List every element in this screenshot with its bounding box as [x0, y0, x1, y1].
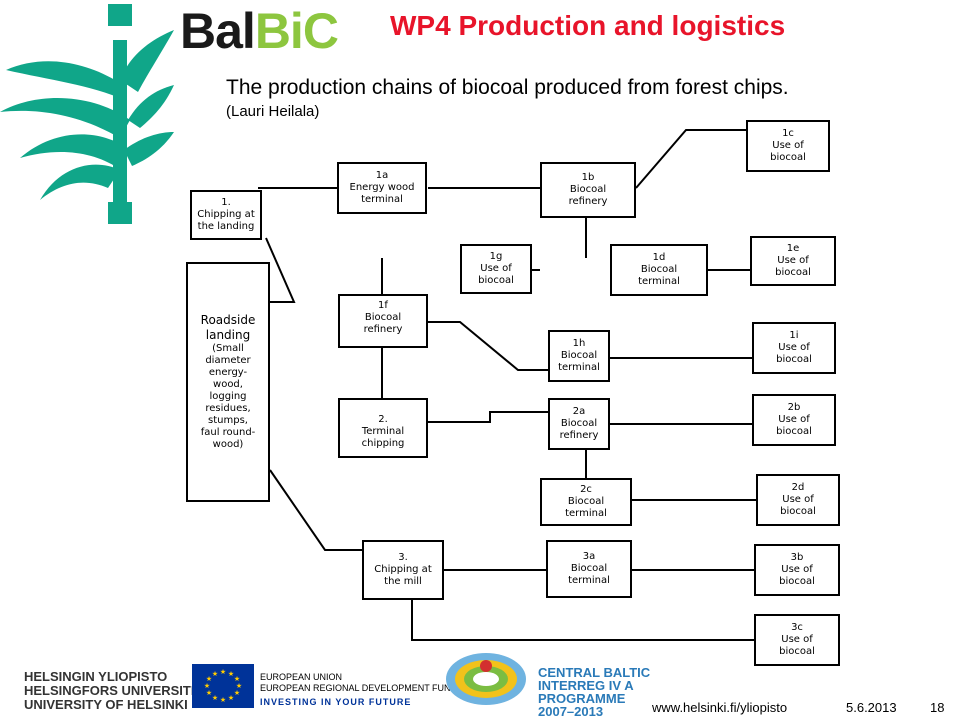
svg-text:★: ★	[234, 689, 240, 697]
slide-title: WP4 Production and logistics	[390, 10, 786, 41]
brand-part1: Bal	[180, 3, 256, 59]
node-label: 2. Terminal chipping	[361, 414, 405, 449]
svg-text:★: ★	[204, 682, 210, 690]
node-1-chipping-landing: 1. Chipping at the landing	[190, 190, 262, 240]
svg-text:★: ★	[206, 689, 212, 697]
uh-name-en: UNIVERSITY OF HELSINKI	[24, 697, 188, 712]
node-label: 2b Use of biocoal	[776, 402, 812, 437]
node-1e-use-of-biocoal: 1e Use of biocoal	[750, 236, 836, 286]
node-2a-biocoal-refinery: 2a Biocoal refinery	[548, 398, 610, 450]
node-3b-use-of-biocoal: 3b Use of biocoal	[754, 544, 840, 596]
node-label: 1. Chipping at the landing	[197, 197, 255, 232]
node-1a-energy-wood-terminal: 1a Energy wood terminal	[337, 162, 427, 214]
node-1d-biocoal-terminal: 1d Biocoal terminal	[610, 244, 708, 296]
balbic-logo: BalBiC	[180, 2, 339, 60]
university-flame-logo	[0, 4, 174, 224]
central-baltic-logo-icon	[446, 653, 526, 705]
node-label: 3a Biocoal terminal	[568, 551, 610, 586]
central-baltic-text: CENTRAL BALTIC INTERREG IV A PROGRAMME 2…	[538, 666, 650, 718]
eu-flag-icon: ★★★ ★★★ ★★★ ★★★	[192, 664, 254, 708]
node-3a-biocoal-terminal: 3a Biocoal terminal	[546, 540, 632, 598]
footer-url: www.helsinki.fi/yliopisto	[652, 700, 788, 715]
node-3-chipping-mill: 3. Chipping at the mill	[362, 540, 444, 600]
node-label: 1g Use of biocoal	[478, 251, 514, 286]
cb-line4: 2007–2013	[538, 704, 604, 719]
uh-name-sv: HELSINGFORS UNIVERSITET	[24, 683, 208, 698]
node-1h-biocoal-terminal: 1h Biocoal terminal	[548, 330, 610, 382]
node-1c-use-of-biocoal: 1c Use of biocoal	[746, 120, 830, 172]
node-label: 2d Use of biocoal	[780, 482, 816, 517]
svg-text:★: ★	[228, 694, 234, 702]
eu-fund-text: EUROPEAN UNION EUROPEAN REGIONAL DEVELOP…	[260, 672, 457, 708]
cb-line1: CENTRAL BALTIC	[538, 665, 651, 680]
roadside-description: (Small diameter energy- wood, logging re…	[200, 343, 256, 450]
node-roadside-landing: Roadside landing (Small diameter energy-…	[186, 262, 270, 502]
node-label: 1h Biocoal terminal	[558, 338, 600, 373]
eu-line3: INVESTING IN YOUR FUTURE	[260, 697, 412, 707]
svg-text:★: ★	[212, 670, 218, 678]
cb-line3: PROGRAMME	[538, 691, 626, 706]
node-label: 1e Use of biocoal	[775, 243, 811, 278]
node-1g-use-of-biocoal: 1g Use of biocoal	[460, 244, 532, 294]
svg-text:★: ★	[228, 670, 234, 678]
svg-text:★: ★	[236, 682, 242, 690]
node-label: 1d Biocoal terminal	[638, 252, 680, 287]
node-2c-biocoal-terminal: 2c Biocoal terminal	[540, 478, 632, 526]
node-label: 2a Biocoal refinery	[559, 406, 599, 441]
svg-text:★: ★	[220, 696, 226, 704]
node-label: 2c Biocoal terminal	[565, 484, 607, 519]
roadside-title: Roadside landing	[200, 313, 256, 342]
brand-part2: BiC	[254, 3, 339, 59]
svg-text:★: ★	[212, 694, 218, 702]
svg-text:★: ★	[234, 675, 240, 683]
node-1f-biocoal-refinery: 1f Biocoal refinery	[338, 294, 428, 348]
svg-text:★: ★	[220, 668, 226, 676]
node-label: 1i Use of biocoal	[776, 330, 812, 365]
node-label: 1a Energy wood terminal	[349, 170, 415, 205]
node-2d-use-of-biocoal: 2d Use of biocoal	[756, 474, 840, 526]
eu-line2: EUROPEAN REGIONAL DEVELOPMENT FUND	[260, 683, 458, 693]
node-label: 1b Biocoal refinery	[568, 172, 608, 207]
eu-line1: EUROPEAN UNION	[260, 672, 343, 682]
node-3c-use-of-biocoal: 3c Use of biocoal	[754, 614, 840, 666]
node-label: 3. Chipping at the mill	[374, 552, 432, 587]
node-label: 1c Use of biocoal	[770, 128, 806, 163]
footer-date: 5.6.2013	[846, 700, 897, 715]
node-label: 3b Use of biocoal	[779, 552, 815, 587]
uh-name-fi: HELSINGIN YLIOPISTO	[24, 669, 168, 684]
svg-text:★: ★	[206, 675, 212, 683]
node-1b-biocoal-refinery: 1b Biocoal refinery	[540, 162, 636, 218]
node-2-terminal-chipping: 2. Terminal chipping	[338, 398, 428, 458]
node-1i-use-of-biocoal: 1i Use of biocoal	[752, 322, 836, 374]
node-label: 3c Use of biocoal	[779, 622, 815, 657]
node-label: 1f Biocoal refinery	[363, 300, 403, 335]
footer-page-number: 18	[930, 700, 945, 715]
helsinki-university-logo: HELSINGIN YLIOPISTO HELSINGFORS UNIVERSI…	[24, 670, 207, 712]
author-label: (Lauri Heilala)	[226, 103, 320, 120]
node-2b-use-of-biocoal: 2b Use of biocoal	[752, 394, 836, 446]
slide-subtitle: The production chains of biocoal produce…	[226, 76, 789, 99]
cb-line2: INTERREG IV A	[538, 678, 634, 693]
